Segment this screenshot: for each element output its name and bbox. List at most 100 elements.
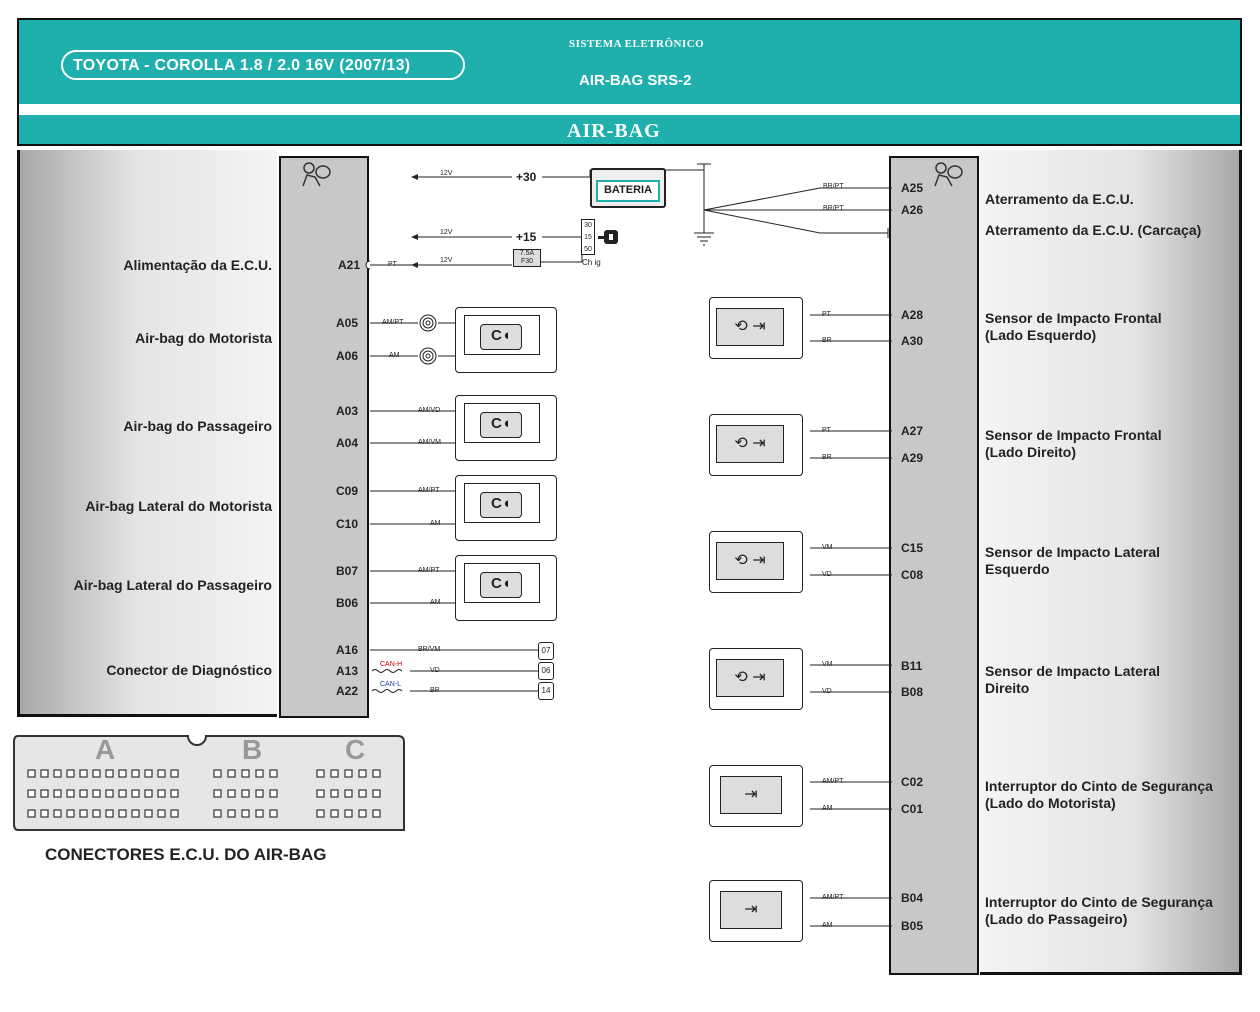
seatbelt-switch-driver: ⇥: [709, 765, 803, 827]
wire-color: PT: [822, 311, 831, 318]
seatbelt-switch-icon: ⇥: [720, 776, 782, 814]
voltage-label: 12V: [440, 257, 453, 264]
label-front-left-sensor: Sensor de Impacto Frontal (Lado Esquerdo…: [985, 310, 1162, 343]
wire-color: AM: [430, 599, 441, 606]
pin-b08: B08: [901, 685, 924, 699]
impact-sensor-icon: ⟲ ⇥: [716, 308, 784, 346]
impact-sensor-front-right: ⟲ ⇥: [709, 414, 803, 476]
pin-b04: B04: [901, 891, 924, 905]
wire-color: VD: [822, 688, 832, 695]
pin-c09: C09: [336, 484, 359, 498]
pin-c02: C02: [901, 775, 924, 789]
diag-terminal: 14: [538, 682, 554, 700]
wire-color: AM/PT: [822, 894, 844, 901]
airbag-module-icon: C◖: [480, 324, 522, 350]
system-name: AIR-BAG SRS-2: [579, 72, 692, 89]
pin-a25: A25: [901, 181, 924, 195]
pin-b06: B06: [336, 596, 359, 610]
impact-sensor-icon: ⟲ ⇥: [716, 425, 784, 463]
label-ecu-ground: Aterramento da E.C.U.: [985, 191, 1134, 207]
label-side-left-sensor: Sensor de Impacto Lateral Esquerdo: [985, 544, 1161, 577]
label-ecu-power: Alimentação da E.C.U.: [123, 257, 272, 273]
pin-a13: A13: [336, 664, 359, 678]
pin-c10: C10: [336, 517, 359, 531]
impact-sensor-side-right: ⟲ ⇥: [709, 648, 803, 710]
plus15-label: +15: [516, 230, 537, 244]
wire-color: AM/VM: [418, 439, 441, 446]
clock-spring-icon: [419, 314, 437, 332]
seatbelt-switch-icon: ⇥: [720, 891, 782, 929]
header: TOYOTA - COROLLA 1.8 / 2.0 16V (2007/13)…: [17, 18, 1242, 146]
label-seatbelt-passenger: Interruptor do Cinto de Segurança (Lado …: [985, 894, 1213, 927]
wire-color: AM/PT: [382, 319, 404, 326]
wire-color: BR: [822, 454, 832, 461]
airbag-module-driver: C◖: [455, 307, 557, 373]
wire-color: BR: [822, 337, 832, 344]
left-label-panel: [17, 150, 277, 717]
connector-block-a: A: [95, 734, 116, 765]
wire-color: AM: [822, 922, 833, 929]
wire-color: BR/PT: [823, 183, 844, 190]
pin-a05: A05: [336, 316, 359, 330]
ignition-label: Ch ig: [582, 258, 601, 267]
label-passenger-airbag: Air-bag do Passageiro: [123, 418, 272, 434]
can-h-label: CAN-H: [380, 661, 403, 668]
impact-sensor-front-left: ⟲ ⇥: [709, 297, 803, 359]
wire-color: BR/PT: [823, 205, 844, 212]
airbag-module-icon: C◖: [480, 572, 522, 598]
label-driver-side-airbag: Air-bag Lateral do Motorista: [85, 498, 272, 514]
connector-block-b: B: [242, 734, 263, 765]
airbag-module-passenger: C◖: [455, 395, 557, 461]
wire-color-a21: PT: [388, 261, 397, 268]
ecu-connector-drawing: [13, 735, 405, 831]
pin-c08: C08: [901, 568, 924, 582]
wire-color: VD: [430, 667, 440, 674]
pin-c01: C01: [901, 802, 924, 816]
label-diagnostic-connector: Conector de Diagnóstico: [106, 662, 272, 678]
diag-terminal: 06: [538, 662, 554, 680]
system-label: SISTEMA ELETRÔNICO: [569, 38, 705, 50]
wire-color: AM: [389, 352, 400, 359]
pin-a26: A26: [901, 203, 924, 217]
pin-a30: A30: [901, 334, 924, 348]
label-passenger-side-airbag: Air-bag Lateral do Passageiro: [73, 577, 272, 593]
pin-a27: A27: [901, 424, 924, 438]
airbag-person-icon: [934, 162, 963, 187]
ecu-left-connector: [279, 156, 369, 718]
ignition-switch: 30 15 50: [581, 219, 595, 255]
wire-color: AM/PT: [418, 487, 440, 494]
voltage-label: 12V: [440, 170, 453, 177]
airbag-module-passenger-side: C◖: [455, 555, 557, 621]
header-stripe: [19, 104, 1240, 115]
wire-color: VM: [822, 661, 833, 668]
pin-b11: B11: [901, 659, 923, 673]
airbag-module-icon: C◖: [480, 412, 522, 438]
fuse-icon: 7.5A F30: [513, 249, 541, 267]
vehicle-title: TOYOTA - COROLLA 1.8 / 2.0 16V (2007/13): [61, 50, 465, 80]
pin-a22: A22: [336, 684, 359, 698]
ignition-key-icon: [598, 230, 618, 244]
connector-block-c: C: [345, 734, 366, 765]
wire-color: AM/PT: [822, 778, 844, 785]
pin-a06: A06: [336, 349, 359, 363]
battery-label: BATERIA: [596, 180, 660, 202]
pin-a04: A04: [336, 436, 359, 450]
wire-color: AM/PT: [418, 567, 440, 574]
pin-b05: B05: [901, 919, 924, 933]
seatbelt-switch-passenger: ⇥: [709, 880, 803, 942]
airbag-person-icon: [302, 162, 331, 187]
wire-color: AM/VD: [418, 407, 441, 414]
label-driver-airbag: Air-bag do Motorista: [135, 330, 272, 346]
label-ecu-case-ground: Aterramento da E.C.U. (Carcaça): [985, 222, 1202, 238]
impact-sensor-icon: ⟲ ⇥: [716, 542, 784, 580]
impact-sensor-side-left: ⟲ ⇥: [709, 531, 803, 593]
pin-a28: A28: [901, 308, 924, 322]
fuse-id: F30: [520, 258, 534, 265]
fuse-value: 7.5A: [519, 250, 535, 257]
wire-color: PT: [822, 427, 831, 434]
label-side-right-sensor: Sensor de Impacto Lateral Direito: [985, 663, 1161, 696]
wire-color: BR: [430, 687, 440, 694]
can-l-label: CAN-L: [380, 681, 402, 688]
voltage-label: 12V: [440, 229, 453, 236]
